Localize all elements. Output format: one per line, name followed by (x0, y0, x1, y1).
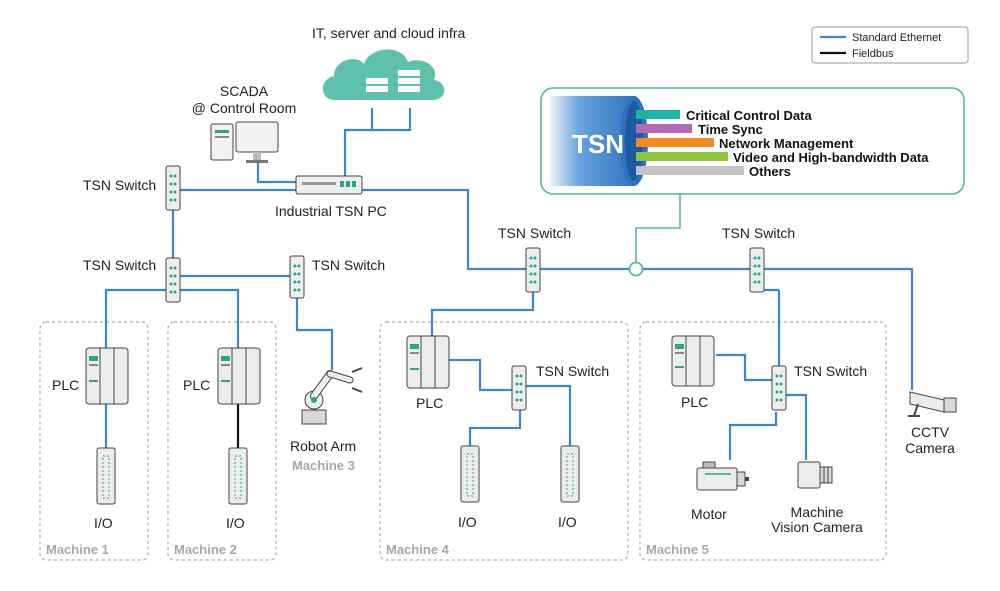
io-machine4a-label: I/O (458, 514, 477, 530)
plc-machine5-icon (671, 335, 715, 387)
io-machine4a-icon (460, 445, 480, 503)
motor-icon (696, 461, 749, 491)
industrial-pc-icon (295, 175, 363, 195)
switch-right-label: TSN Switch (722, 225, 795, 241)
switch-top-left-label: TSN Switch (83, 177, 156, 193)
machine3-label: Machine 3 (292, 458, 355, 473)
cctv-label-line1: CCTV (911, 424, 950, 440)
video-bar (636, 152, 728, 161)
machine2-group (167, 321, 277, 561)
tsn-badge: TSN (572, 129, 624, 159)
others-bar (636, 166, 744, 175)
plc-machine1-icon (85, 347, 129, 405)
io-machine2-label: I/O (226, 515, 245, 531)
switch-right-icon (749, 247, 765, 293)
switch-machine5-icon (771, 365, 787, 411)
switch-machine4-label: TSN Switch (536, 363, 609, 379)
io-machine2-icon (228, 447, 248, 505)
robot-arm-label: Robot Arm (290, 438, 356, 454)
cloud-label: IT, server and cloud infra (312, 25, 466, 41)
legend-ethernet-label: Standard Ethernet (852, 32, 941, 44)
time-sync-label: Time Sync (698, 122, 763, 137)
critical-control-label: Critical Control Data (686, 108, 812, 123)
time-sync-bar (636, 124, 692, 133)
motor-label: Motor (691, 506, 727, 522)
machine5-group (639, 321, 887, 561)
legend: Standard Ethernet Fieldbus (811, 26, 969, 64)
scada-label-line1: SCADA (220, 83, 269, 99)
scada-label-line2: @ Control Room (192, 100, 296, 116)
plc-machine4-icon (406, 335, 450, 389)
switch-center-icon (525, 247, 541, 293)
plc-machine4-label: PLC (416, 395, 443, 411)
plc-machine2-icon (217, 347, 261, 405)
ethernet-links (104, 108, 914, 460)
others-label: Others (749, 164, 791, 179)
plc-machine5-label: PLC (681, 394, 708, 410)
plc-machine2-label: PLC (183, 377, 210, 393)
machine1-label: Machine 1 (46, 542, 109, 557)
cctv-label-line2: Camera (905, 440, 955, 456)
switch-mid-left-icon (165, 257, 181, 303)
network-management-label: Network Management (719, 136, 854, 151)
robot-arm-icon (301, 367, 363, 425)
switch-top-left-icon (165, 165, 181, 211)
tsn-traffic-box: TSN Critical Control Data Time Sync Netw… (540, 87, 965, 195)
machine-vision-camera-icon (797, 461, 833, 489)
io-machine4b-icon (560, 445, 580, 503)
io-machine4b-label: I/O (558, 514, 577, 530)
switch-center-label: TSN Switch (498, 225, 571, 241)
switch-mid-left-label: TSN Switch (83, 257, 156, 273)
network-management-bar (636, 138, 714, 147)
machine4-label: Machine 4 (386, 542, 450, 557)
switch-robot-label: TSN Switch (312, 257, 385, 273)
cctv-camera-icon (908, 391, 957, 417)
plc-machine1-label: PLC (52, 377, 79, 393)
io-machine1-label: I/O (94, 515, 113, 531)
cloud-icon (322, 49, 445, 100)
tsn-tap-icon (628, 261, 644, 277)
vision-camera-label-line2: Vision Camera (771, 519, 863, 535)
machine2-label: Machine 2 (174, 542, 237, 557)
legend-fieldbus-label: Fieldbus (852, 48, 894, 60)
scada-workstation-icon (210, 121, 279, 163)
machine5-label: Machine 5 (646, 542, 709, 557)
machine1-group (39, 321, 149, 561)
switch-machine4-icon (511, 365, 527, 411)
io-machine1-icon (96, 447, 116, 505)
switch-machine5-label: TSN Switch (794, 363, 867, 379)
switch-robot-icon (289, 255, 305, 299)
industrial-pc-label: Industrial TSN PC (275, 203, 387, 219)
video-label: Video and High-bandwidth Data (733, 150, 929, 165)
vision-camera-label-line1: Machine (791, 504, 844, 520)
critical-control-bar (636, 110, 680, 119)
